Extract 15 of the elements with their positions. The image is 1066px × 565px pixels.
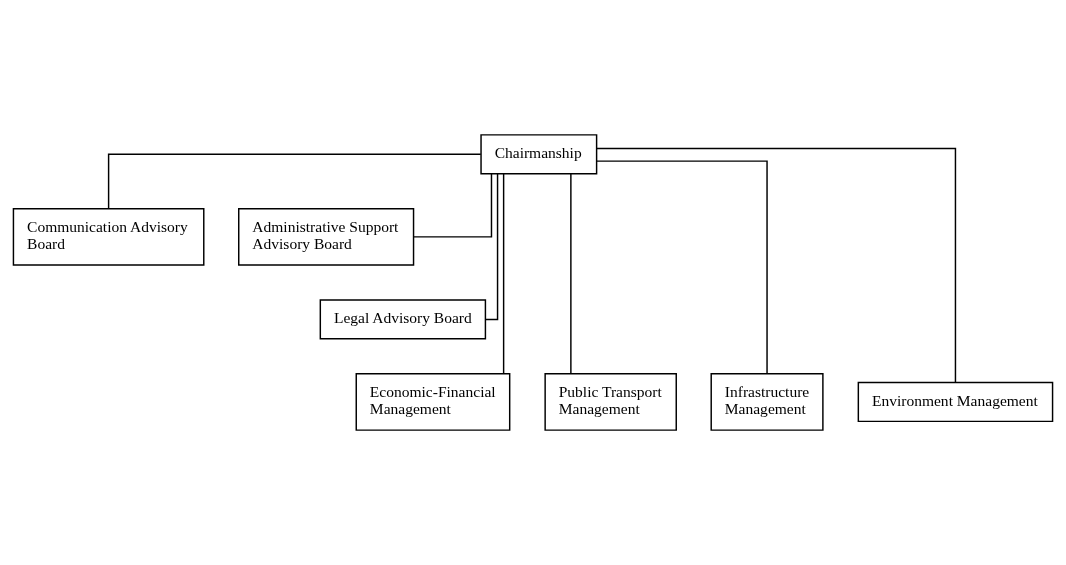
connector [107,153,482,210]
connector [570,173,572,375]
connector [412,173,493,238]
node-box: Environment Management [857,381,1054,423]
node-box: Economic-Financial Management [355,373,511,431]
connector [484,173,499,321]
node-box: Infrastructure Management [710,373,824,431]
node-box: Public Transport Management [544,373,677,431]
node-box: Administrative Support Advisory Board [238,207,415,266]
node-box: Chairmanship [480,134,598,175]
connector [502,173,505,375]
connector [596,160,768,375]
node-box: Legal Advisory Board [319,299,487,340]
connector [596,147,957,384]
node-box: Communication Advisory Board [12,207,205,266]
